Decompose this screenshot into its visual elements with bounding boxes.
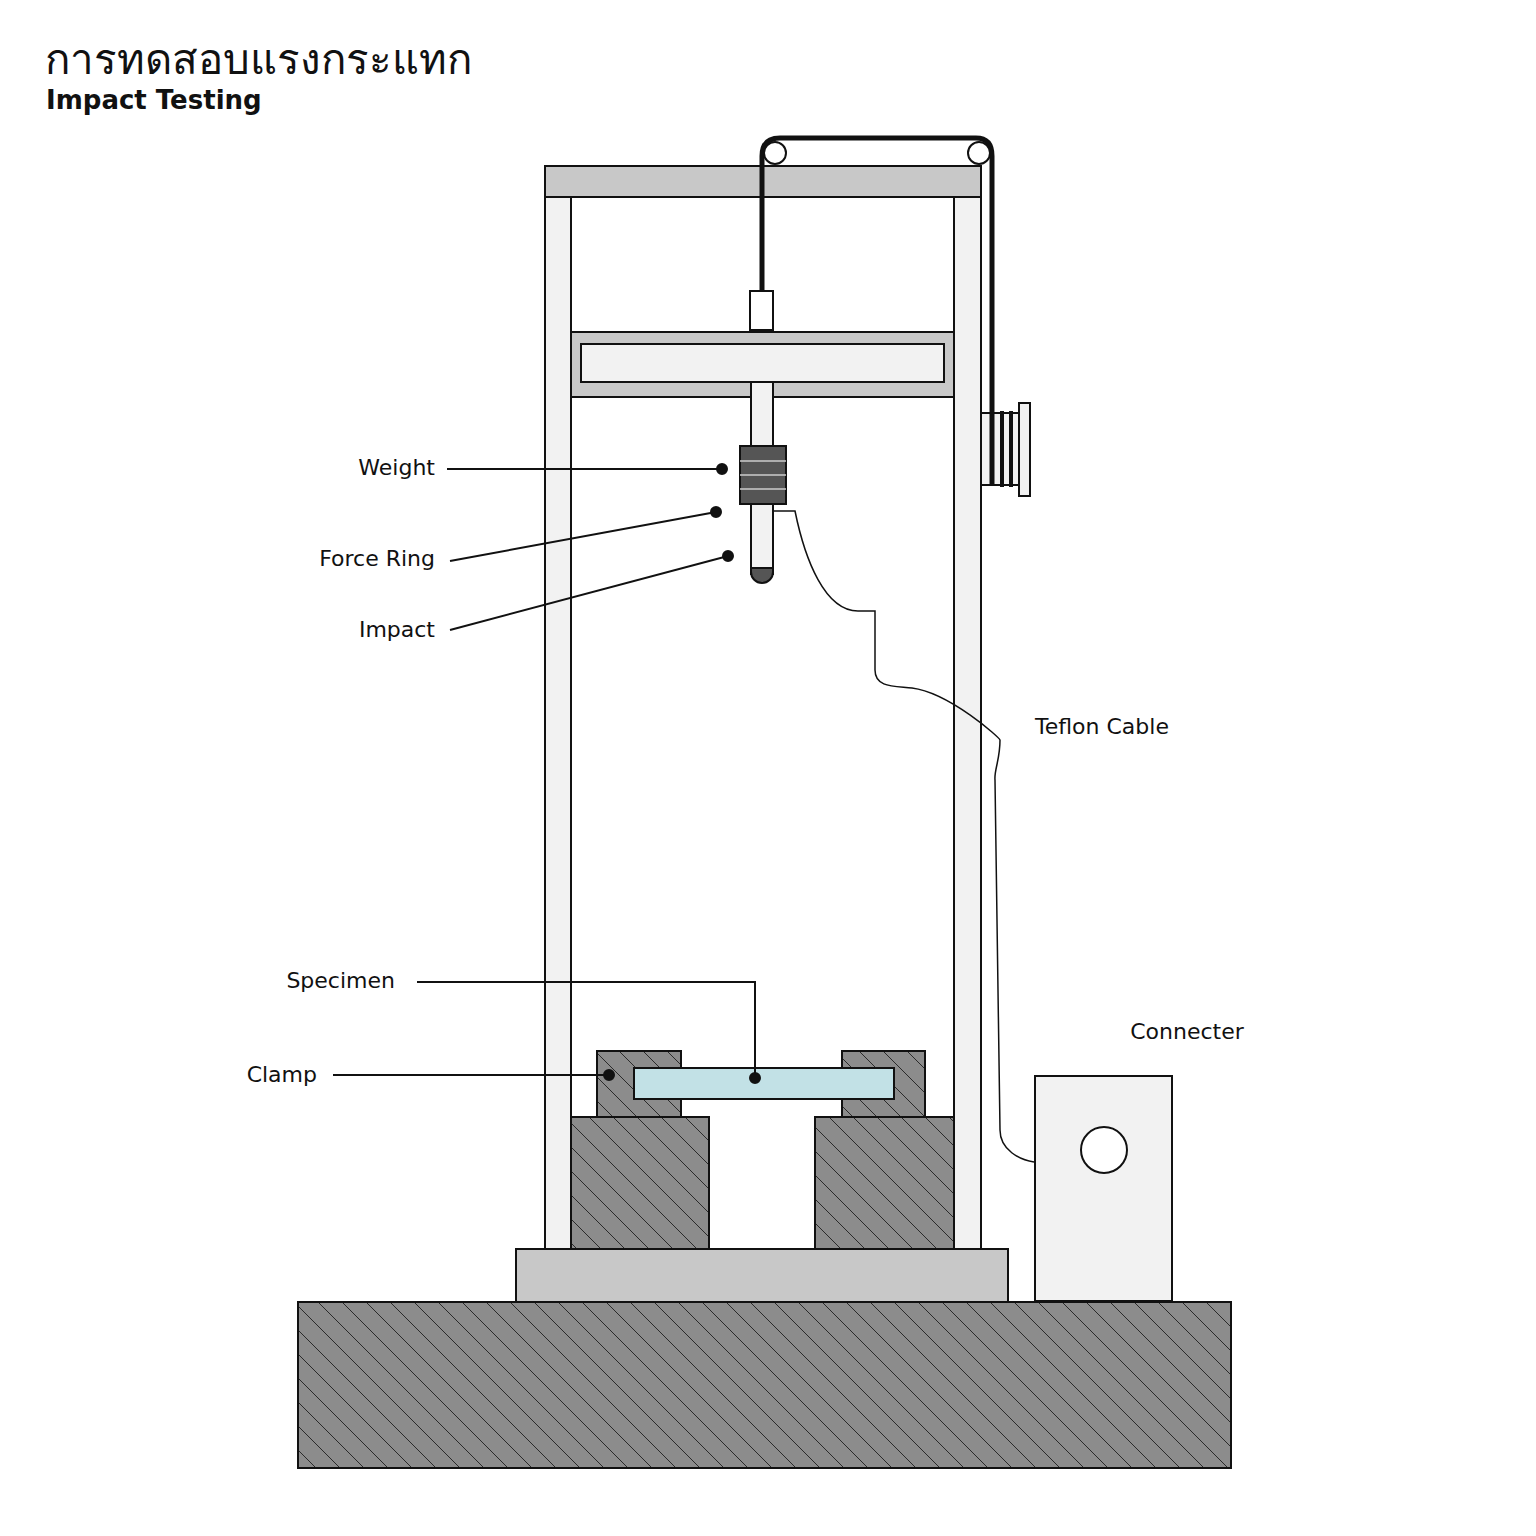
connector-housing	[1034, 1075, 1173, 1302]
diagram-title: การทดสอบแรงกระแทก	[45, 34, 472, 86]
part-label: Teflon Cable	[1035, 713, 1169, 741]
subtitle: Impact Testing	[46, 86, 262, 114]
part-label: Clamp	[247, 1061, 317, 1089]
part-label: Impact	[359, 616, 435, 644]
connector-box: Connecter	[1034, 1075, 1173, 1302]
part-label: Force Ring	[319, 545, 435, 573]
part-label: Specimen	[286, 967, 395, 995]
part-label: Weight	[358, 454, 435, 482]
node-heading: Connecter	[1130, 1018, 1244, 1046]
